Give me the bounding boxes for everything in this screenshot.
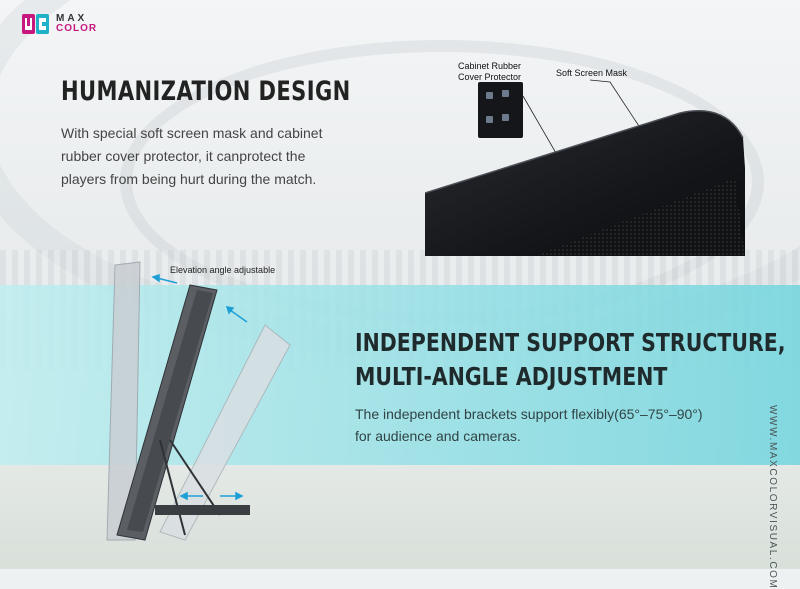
humanization-heading: HUMANIZATION DESIGN [61, 76, 351, 107]
soft-mask-panel-image [425, 110, 745, 256]
support-heading-line2: MULTI-ANGLE ADJUSTMENT [355, 362, 668, 391]
logo-text-color: COLOR [56, 23, 98, 34]
elevation-label: Elevation angle adjustable [170, 265, 276, 275]
website-url: WWW.MAXCOLORVISUAL.COM [767, 405, 778, 589]
humanization-description: With special soft screen mask and cabine… [61, 125, 323, 187]
support-heading-line1: INDEPENDENT SUPPORT STRUCTURE, [355, 328, 786, 357]
adjustment-arrows [151, 273, 248, 501]
logo-text-max: MAX [56, 13, 88, 24]
website-vertical-text: WWW.MAXCOLORVISUAL.COM [764, 405, 784, 589]
rubber-protector-thumbnail [478, 82, 523, 138]
cabinet-rubber-callout: Cabinet Rubber Cover Protector [458, 61, 522, 82]
logo-mark-icon [22, 12, 50, 36]
brand-logo: MAX COLOR [22, 12, 97, 36]
soft-mask-callout: Soft Screen Mask [556, 68, 628, 78]
support-structure-description: The independent brackets support flexibl… [355, 406, 703, 444]
multi-angle-structure-diagram [106, 261, 291, 541]
support-structure-heading: INDEPENDENT SUPPORT STRUCTURE, MULTI-ANG… [355, 326, 786, 394]
